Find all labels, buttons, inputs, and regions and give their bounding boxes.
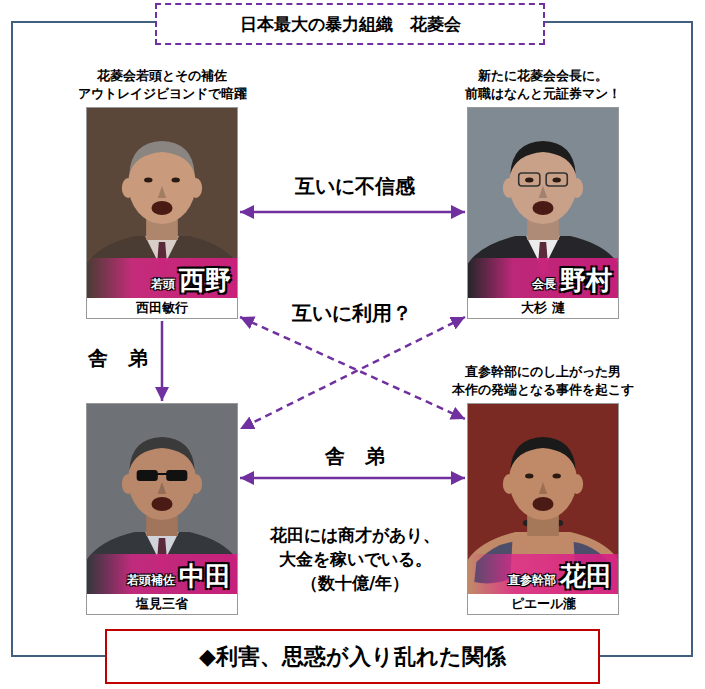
shoulders [468, 236, 618, 298]
dashed-connector [240, 317, 465, 419]
mouth [151, 497, 172, 511]
hair [129, 141, 194, 174]
name-band: 直参幹部花田 [468, 554, 618, 594]
photo-background [87, 404, 237, 594]
edge-label-anchor: 互いに不信感 [291, 173, 419, 200]
character-card: 若頭補佐中田塩見三省 [86, 403, 238, 615]
hair [129, 437, 194, 470]
edge-label: 舎 弟 [321, 443, 389, 470]
nose [158, 482, 166, 494]
actor-strip: 塩見三省 [87, 594, 237, 614]
shoulders [468, 532, 618, 594]
edge-label: 互いに不信感 [291, 173, 419, 200]
mouth [151, 201, 172, 215]
connector [240, 211, 465, 214]
summary-text: ◆利害、思惑が入り乱れた関係 [199, 642, 506, 672]
actor-strip: ピエール瀧 [468, 594, 618, 614]
eye [525, 474, 533, 479]
character-name: 野村 [560, 265, 612, 296]
title-text: 日本最大の暴力組織 花菱会 [240, 13, 461, 36]
outer-frame [12, 22, 692, 656]
caption-area: 新たに花菱会会長に。 前職はなんと元証券マン！ [423, 67, 663, 102]
character-name: 花田 [560, 561, 612, 592]
card-caption: 直参幹部にのし上がった男 本作の発端となる事件を起こす [423, 363, 663, 398]
actor-name: ピエール瀧 [468, 594, 618, 614]
rank-title: 若頭補佐 [127, 573, 175, 589]
mouth [532, 201, 553, 215]
rank-title: 直参幹部 [508, 573, 556, 589]
name-band: 会長野村 [468, 258, 618, 298]
character-card: 直参幹部にのし上がった男 本作の発端となる事件を起こす直参幹部花田ピエール瀧 [467, 403, 619, 615]
eye [553, 474, 561, 479]
actor-name: 大杉 漣 [468, 298, 618, 318]
note-anchor: 花田には商才があり、 大金を稼いでいる。 （数十億/年） [249, 524, 461, 595]
sunglasses [166, 470, 187, 481]
edge-label: 互いに利用？ [288, 300, 416, 327]
caption-area: 直参幹部にのし上がった男 本作の発端となる事件を起こす [423, 363, 663, 398]
sunglasses [157, 473, 168, 475]
actor-strip: 西田敏行 [87, 298, 237, 318]
card-caption: 花菱会若頭とその補佐 アウトレイジビヨンドで暗躍 [42, 67, 282, 102]
rank-title: 若頭 [151, 277, 175, 293]
character-card: 新たに花菱会会長に。 前職はなんと元証券マン！会長野村大杉 漣 [467, 107, 619, 319]
mouth [532, 497, 553, 511]
sunglasses [137, 470, 158, 481]
photo-background [468, 108, 618, 298]
rank-title: 会長 [532, 277, 556, 293]
actor-strip: 大杉 漣 [468, 298, 618, 318]
photo-background [468, 404, 618, 594]
glasses [519, 173, 540, 186]
summary-box: ◆利害、思惑が入り乱れた関係 [105, 629, 600, 684]
character-name: 西野 [179, 265, 231, 296]
caption-area: 花菱会若頭とその補佐 アウトレイジビヨンドで暗躍 [42, 67, 282, 102]
edge-label-anchor: 舎 弟 [84, 345, 152, 372]
photo-background [87, 108, 237, 298]
shoulders [87, 236, 237, 298]
name-band: 若頭西野 [87, 258, 237, 298]
name-band: 若頭補佐中田 [87, 554, 237, 594]
title-box: 日本最大の暴力組織 花菱会 [155, 3, 545, 45]
eye [553, 178, 561, 183]
edge-label: 舎 弟 [84, 345, 152, 372]
actor-name: 塩見三省 [87, 594, 237, 614]
connector [240, 477, 465, 480]
connector [161, 321, 164, 401]
eye [172, 178, 180, 183]
edge-label-anchor: 互いに利用？ [288, 300, 416, 327]
actor-name: 西田敏行 [87, 298, 237, 318]
glasses [546, 173, 567, 186]
eye [525, 178, 533, 183]
note-text: 花田には商才があり、 大金を稼いでいる。 （数十億/年） [249, 524, 461, 595]
nose [539, 482, 547, 494]
nose [158, 186, 166, 198]
card-caption: 新たに花菱会会長に。 前職はなんと元証券マン！ [423, 67, 663, 102]
shoulders [87, 532, 237, 594]
character-name: 中田 [179, 561, 231, 592]
hair [510, 437, 575, 470]
dashed-connector [240, 317, 465, 429]
hair [510, 141, 575, 174]
nose [539, 186, 547, 198]
edge-label-anchor: 舎 弟 [321, 443, 389, 470]
eye [144, 178, 152, 183]
character-card: 花菱会若頭とその補佐 アウトレイジビヨンドで暗躍若頭西野西田敏行 [86, 107, 238, 319]
